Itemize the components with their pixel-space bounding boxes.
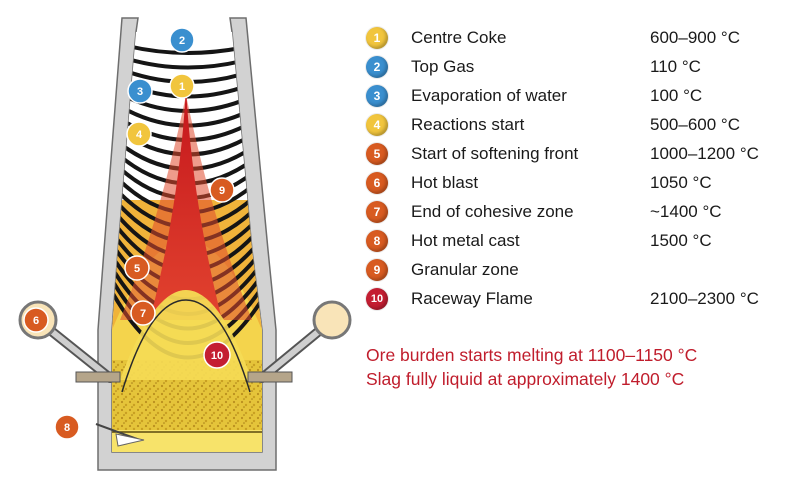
legend-temp-10: 2100–2300 °C <box>650 289 759 308</box>
marker-4: 4 <box>126 121 152 147</box>
svg-text:9: 9 <box>219 185 225 197</box>
svg-text:6: 6 <box>33 315 39 327</box>
legend-label-5: Start of softening front <box>411 144 579 163</box>
svg-text:3: 3 <box>137 86 143 98</box>
notes: Ore burden starts melting at 1100–1150 °… <box>366 343 697 391</box>
marker-5: 5 <box>124 255 150 281</box>
note-ore-burden: Ore burden starts melting at 1100–1150 °… <box>366 345 698 365</box>
svg-text:4: 4 <box>136 129 143 141</box>
note-slag-liquid: Slag fully liquid at approximately 1400 … <box>366 369 685 389</box>
legend-badge-5: 5 <box>366 143 388 165</box>
legend-row-1: 1 Centre Coke 600–900 °C <box>366 26 796 55</box>
svg-text:2: 2 <box>179 35 185 47</box>
svg-text:5: 5 <box>134 263 140 275</box>
svg-text:1: 1 <box>179 81 185 93</box>
legend-row-6: 6 Hot blast 1050 °C <box>366 171 796 200</box>
legend-badge-9: 9 <box>366 259 388 281</box>
marker-6: 6 <box>23 307 49 333</box>
legend-label-6: Hot blast <box>411 173 479 192</box>
legend-row-2: 2 Top Gas 110 °C <box>366 55 796 84</box>
legend-label-1: Centre Coke <box>411 28 507 47</box>
legend-row-7: 7 End of cohesive zone ~1400 °C <box>366 200 796 229</box>
legend-badge-6: 6 <box>366 172 388 194</box>
legend-temp-3: 100 °C <box>650 86 703 105</box>
marker-2: 2 <box>169 27 195 53</box>
marker-8: 8 <box>54 414 80 440</box>
legend-row-4: 4 Reactions start 500–600 °C <box>366 113 796 142</box>
legend-label-8: Hot metal cast <box>411 231 520 250</box>
marker-9: 9 <box>209 177 235 203</box>
legend-temp-5: 1000–1200 °C <box>650 144 759 163</box>
legend: 1 Centre Coke 600–900 °C 2 Top Gas 110 °… <box>366 26 796 316</box>
legend-badge-4: 4 <box>366 114 388 136</box>
hot-blast-inlet-right <box>312 300 352 340</box>
legend-badge-8: 8 <box>366 230 388 252</box>
legend-badge-2: 2 <box>366 56 388 78</box>
legend-temp-7: ~1400 °C <box>650 202 722 221</box>
legend-badge-3: 3 <box>366 85 388 107</box>
marker-3: 3 <box>127 78 153 104</box>
taphole <box>95 423 145 447</box>
legend-label-10: Raceway Flame <box>411 289 533 308</box>
marker-7: 7 <box>130 300 156 326</box>
legend-label-9: Granular zone <box>411 260 519 279</box>
legend-label-2: Top Gas <box>411 57 475 76</box>
legend-label-7: End of cohesive zone <box>411 202 574 221</box>
legend-label-4: Reactions start <box>411 115 525 134</box>
svg-text:8: 8 <box>64 422 70 434</box>
marker-1: 1 <box>169 73 195 99</box>
legend-temp-2: 110 °C <box>650 57 701 76</box>
hot-metal-pool <box>112 430 262 452</box>
svg-text:7: 7 <box>140 308 146 320</box>
legend-row-10: 10 Raceway Flame 2100–2300 °C <box>366 287 796 316</box>
blast-furnace-diagram: 2 1 3 4 9 5 7 6 10 8 <box>18 17 352 471</box>
legend-temp-1: 600–900 °C <box>650 28 740 47</box>
legend-badge-10: 10 <box>366 288 388 310</box>
legend-row-8: 8 Hot metal cast 1500 °C <box>366 229 796 258</box>
legend-badge-7: 7 <box>366 201 388 223</box>
centre-coke-column <box>150 88 222 320</box>
legend-label-3: Evaporation of water <box>411 86 567 105</box>
legend-row-9: 9 Granular zone <box>366 258 796 287</box>
legend-temp-6: 1050 °C <box>650 173 712 192</box>
legend-temp-8: 1500 °C <box>650 231 712 250</box>
svg-text:10: 10 <box>211 350 223 362</box>
legend-temp-4: 500–600 °C <box>650 115 740 134</box>
legend-row-5: 5 Start of softening front 1000–1200 °C <box>366 142 796 171</box>
legend-badge-1: 1 <box>366 27 388 49</box>
legend-row-3: 3 Evaporation of water 100 °C <box>366 84 796 113</box>
marker-10: 10 <box>203 341 231 369</box>
